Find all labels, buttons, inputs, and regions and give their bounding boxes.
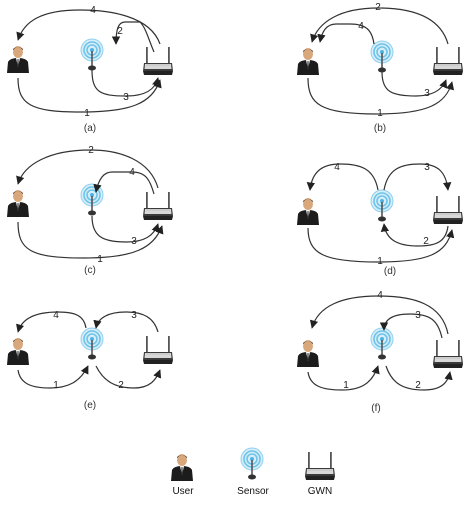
edge-4 [306, 163, 379, 191]
edge-label-2: 2 [375, 2, 381, 13]
edge-1 [17, 365, 89, 389]
gwn-icon [432, 340, 464, 369]
edge-2 [380, 223, 449, 247]
edge-label-3: 3 [415, 310, 421, 321]
edge-1 [307, 365, 380, 391]
legend-label-user: User [172, 486, 194, 497]
user-icon [171, 454, 193, 481]
edge-1 [17, 77, 162, 113]
legend-label-sensor: Sensor [237, 486, 269, 497]
panel-f: 4 3 1 2 (f) [297, 290, 464, 414]
edge-label-2: 2 [415, 380, 421, 391]
sensor-icon [370, 327, 394, 361]
edge-3 [383, 163, 452, 191]
edge-4 [93, 171, 155, 195]
edge-4 [309, 295, 449, 335]
panel-caption: (f) [371, 403, 380, 414]
gwn-icon [142, 47, 174, 76]
panel-c: 2 4 3 1 (c) [7, 145, 174, 276]
edge-2 [310, 7, 449, 45]
sensor-icon [80, 183, 104, 217]
panel-d: 4 3 2 1 (d) [297, 162, 464, 277]
panel-caption: (c) [84, 265, 96, 276]
legend: User Sensor GWN [171, 447, 336, 497]
edge-1 [17, 221, 164, 259]
edge-label-1: 1 [377, 256, 383, 267]
panel-b: 2 4 3 1 (b) [297, 2, 464, 134]
edge-3 [91, 69, 161, 97]
panel-a: 4 2 3 1 (a) [7, 5, 174, 134]
edge-label-1: 1 [377, 108, 383, 119]
edge-label-1: 1 [97, 254, 103, 265]
edge-4 [317, 23, 375, 45]
edge-label-2: 2 [88, 145, 94, 156]
edge-label-4: 4 [53, 310, 59, 321]
edge-label-3: 3 [424, 162, 430, 173]
user-icon [297, 340, 319, 367]
edge-3 [381, 71, 448, 97]
gwn-icon [142, 192, 174, 221]
panel-caption: (d) [384, 266, 396, 277]
edge-1 [307, 77, 455, 115]
edge-2 [16, 149, 159, 189]
edge-label-4: 4 [129, 167, 135, 178]
sensor-icon [80, 38, 104, 72]
gwn-icon [142, 336, 174, 365]
edge-label-3: 3 [131, 310, 137, 321]
edge-label-1: 1 [84, 108, 90, 119]
edge-2 [95, 365, 162, 389]
edge-label-3: 3 [424, 88, 430, 99]
edge-3 [91, 215, 160, 243]
edge-label-4: 4 [334, 162, 340, 173]
user-icon [297, 198, 319, 225]
gwn-icon [432, 196, 464, 225]
edge-label-2: 2 [423, 236, 429, 247]
edge-label-4: 4 [377, 290, 383, 301]
edge-label-1: 1 [53, 380, 59, 391]
panel-caption: (e) [84, 400, 96, 411]
edge-4 [16, 9, 161, 45]
edge-label-3: 3 [123, 92, 129, 103]
user-icon [7, 190, 29, 217]
edge-2 [385, 365, 453, 391]
edge-2 [111, 21, 155, 53]
edge-3 [379, 313, 443, 339]
edge-label-4: 4 [90, 5, 96, 16]
edge-3 [93, 311, 159, 333]
edge-label-1: 1 [343, 380, 349, 391]
edge-label-3: 3 [131, 236, 137, 247]
gwn-icon [304, 452, 336, 481]
user-icon [7, 338, 29, 365]
gwn-icon [432, 47, 464, 76]
edge-1 [307, 227, 455, 263]
sensor-icon [370, 40, 394, 74]
user-icon [7, 46, 29, 73]
sensor-icon [80, 327, 104, 361]
edge-4 [16, 311, 87, 333]
sensor-icon [240, 447, 264, 481]
panel-caption: (b) [374, 123, 386, 134]
user-icon [297, 48, 319, 75]
edge-label-4: 4 [358, 21, 364, 32]
panel-caption: (a) [84, 123, 96, 134]
panel-e: 4 3 1 2 (e) [7, 310, 174, 411]
sensor-icon [370, 189, 394, 223]
legend-label-gwn: GWN [308, 486, 332, 497]
edge-label-2: 2 [118, 380, 124, 391]
edge-label-2: 2 [117, 26, 123, 37]
